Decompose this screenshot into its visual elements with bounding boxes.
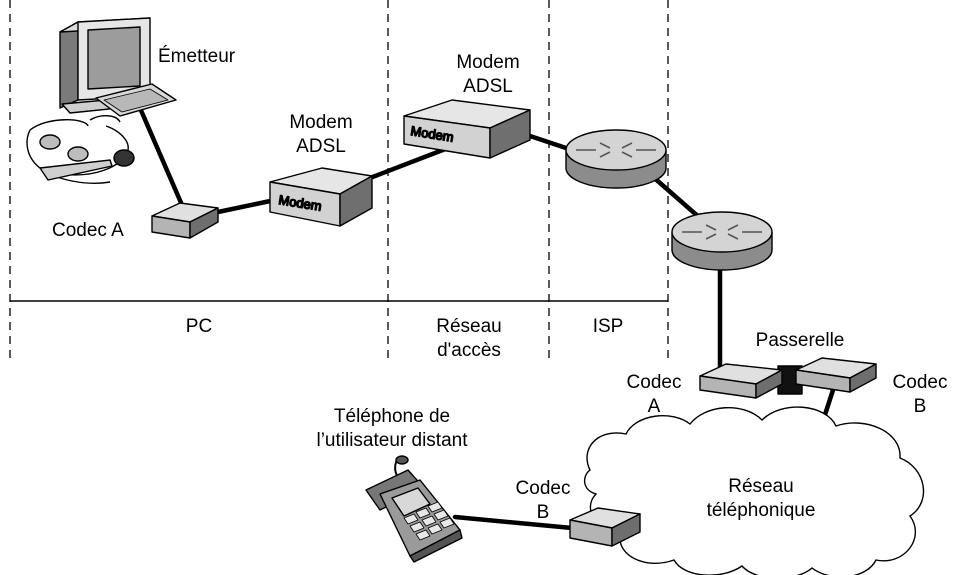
codec-a-left-label: Codec A (52, 220, 124, 241)
codec-a-right-label-l2: A (648, 396, 661, 417)
modem-adsl-2: Modem (403, 99, 531, 159)
link-pc-codec (137, 105, 185, 208)
gateway-icon (699, 357, 877, 399)
phone-keypad (403, 501, 455, 541)
codec-b-bottom-box (569, 507, 641, 547)
codec-b-bottom-label-l2: B (537, 502, 550, 523)
codec-a-right-label-l1: Codec (627, 372, 682, 393)
earphone-left (39, 134, 61, 150)
keyboard-keys (103, 88, 169, 113)
link-codec-modem1 (215, 197, 278, 215)
modem-adsl-1-label-l2: ADSL (296, 136, 346, 157)
remote-phone-label-l1: Téléphone de (334, 406, 450, 427)
remote-phone-label-l2: l’utilisateur distant (316, 430, 468, 451)
zone-access-network-label-l1: Réseau (436, 316, 502, 337)
cloud-label-l1: Réseau (728, 476, 794, 497)
modem-2-box-label: Modem (410, 123, 455, 145)
link-modem1-modem2 (367, 145, 451, 181)
modem-adsl-1: Modem (269, 167, 373, 227)
microphone-head (113, 149, 135, 167)
zone-separators (9, 0, 669, 360)
gateway-label: Passerelle (756, 330, 845, 351)
monitor-side (59, 21, 79, 109)
zone-access-network-label-l2: d'accès (437, 340, 501, 361)
headset-microphone-icon (26, 115, 135, 184)
modem-adsl-2-label-l2: ADSL (463, 76, 513, 97)
phone-screen (391, 487, 431, 517)
router-1-icon (565, 129, 667, 189)
codec-b-right-label-l2: B (914, 396, 927, 417)
connections (137, 105, 836, 531)
zone-isp-label: ISP (593, 316, 624, 337)
zone-pc-label: PC (186, 316, 212, 337)
modem-adsl-2-label-l1: Modem (456, 52, 519, 73)
codec-a-box (151, 202, 219, 239)
monitor-screen (87, 26, 141, 90)
link-phone-codec (452, 514, 575, 531)
earphone-right (67, 146, 89, 162)
link-modem2-router1 (527, 133, 575, 153)
cloud-label-l2: téléphonique (707, 500, 816, 521)
emitter-label: Émetteur (158, 46, 236, 67)
codec-b-bottom-label-l1: Codec (516, 478, 571, 499)
modem-adsl-1-label-l1: Modem (289, 112, 352, 133)
mobile-phone-icon (365, 455, 463, 563)
emitter-pc (59, 17, 177, 117)
link-router1-router2 (649, 173, 703, 221)
labels: Émetteur Modem ADSL Modem ADSL Codec A P… (52, 46, 947, 523)
telephone-network-cloud (583, 406, 925, 575)
codec-b-right-label-l1: Codec (893, 372, 948, 393)
router-2-icon (671, 211, 773, 271)
